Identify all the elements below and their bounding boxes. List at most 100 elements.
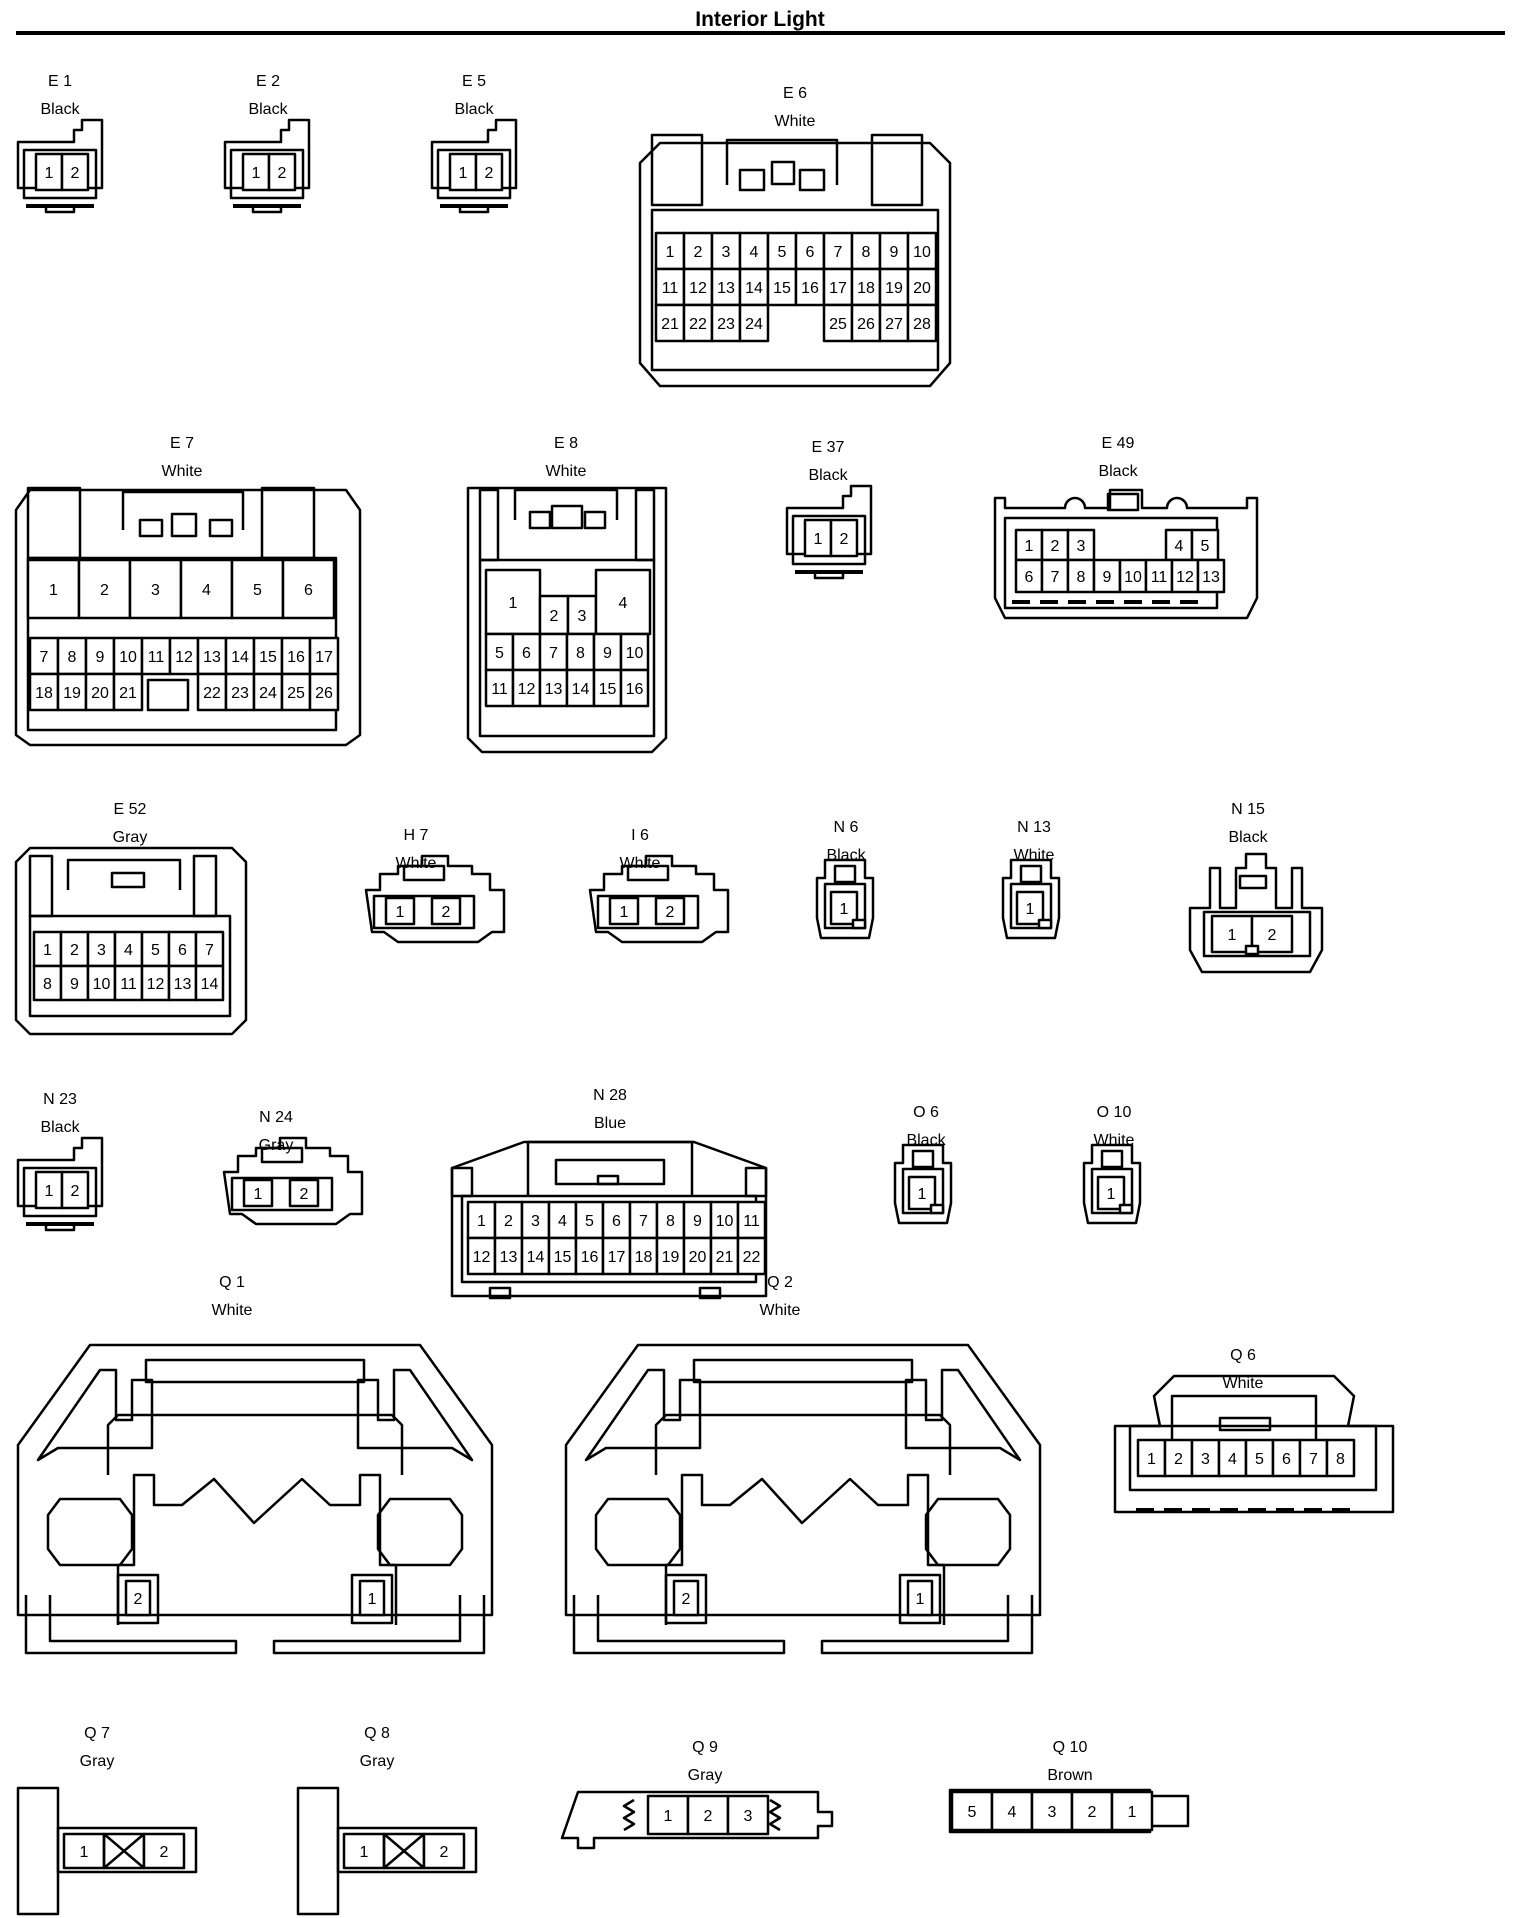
pin-number: 6 (178, 942, 187, 959)
pin-cell (84, 636, 116, 676)
pin-number: 2 (278, 165, 287, 182)
pin-number: 16 (287, 649, 305, 666)
pin-number: 8 (43, 976, 52, 993)
pin-number: 7 (40, 649, 49, 666)
pin-number: 11 (743, 1213, 760, 1230)
connector-id: N 6 (834, 819, 859, 836)
connector-outline (791, 514, 867, 566)
pin-number: 2 (1268, 927, 1277, 944)
pin-number: 2 (504, 1213, 513, 1230)
connector-outline (528, 510, 552, 530)
pin-number: 15 (773, 280, 791, 297)
pin-number: 3 (531, 1213, 540, 1230)
connector-id: Q 7 (84, 1725, 110, 1742)
connector-outline (798, 168, 826, 192)
pin-number: 9 (693, 1213, 702, 1230)
connector-outline (110, 871, 146, 889)
pin-cell (829, 890, 859, 926)
pin-number: 3 (1201, 1451, 1210, 1468)
connector-outline (770, 160, 796, 186)
connector-outline (588, 854, 730, 944)
connector-color: Gray (360, 1753, 395, 1770)
connector-outline (911, 1149, 935, 1169)
pin-cell (280, 636, 312, 676)
pin-number: 8 (1336, 1451, 1345, 1468)
connector-outline (450, 1166, 474, 1198)
pin-cell (654, 896, 686, 926)
pin-cell (241, 152, 271, 192)
connector-outline (1118, 1203, 1134, 1215)
connector-outline (596, 1174, 620, 1186)
connector-outline (1202, 910, 1312, 958)
pin-cell (619, 668, 650, 708)
pin-number: 7 (549, 645, 558, 662)
pin-cell (547, 1200, 578, 1240)
pin-number: 2 (70, 942, 79, 959)
connector-outline (1128, 1424, 1378, 1492)
pin-number: 4 (202, 582, 211, 599)
title-rule (16, 31, 1505, 35)
connector-outline (1148, 1794, 1190, 1828)
connector-outline (1244, 944, 1260, 956)
pin-number: 13 (1202, 569, 1220, 586)
connector-color: Black (1228, 829, 1268, 846)
pin-cell (86, 964, 117, 1002)
pin-number: 12 (1176, 569, 1194, 586)
connector-outline (170, 512, 198, 538)
pin-number: 1 (360, 1844, 369, 1861)
pin-number: 2 (666, 904, 675, 921)
pin-number: 1 (1228, 927, 1237, 944)
pin-cell (794, 267, 826, 307)
pin-number: 2 (134, 1591, 143, 1608)
connector-outline (28, 854, 54, 918)
pin-cell (140, 636, 172, 676)
pin-number: 1 (664, 1808, 673, 1825)
connector-shading (1096, 600, 1114, 604)
connector-outline (1001, 858, 1061, 940)
connector-outline (650, 133, 704, 207)
connector-outline (44, 1222, 76, 1232)
pin-number: 6 (806, 244, 815, 261)
connector-outline (1009, 882, 1053, 930)
pin-number: 2 (682, 1591, 691, 1608)
pin-number: 1 (1026, 901, 1035, 918)
pin-number: 2 (485, 165, 494, 182)
connector-shading (1164, 1508, 1182, 1512)
pin-number: 24 (259, 685, 277, 702)
connector-id: Q 10 (1053, 1739, 1088, 1756)
pin-number: 3 (722, 244, 731, 261)
connector-id: Q 9 (692, 1739, 718, 1756)
connector-id: E 49 (1102, 435, 1135, 452)
connector-id: E 1 (48, 73, 72, 90)
pin-number: 2 (300, 1186, 309, 1203)
pin-number: 3 (1077, 538, 1086, 555)
pin-number: 2 (442, 904, 451, 921)
pin-number: 1 (477, 1213, 486, 1230)
pin-number: 1 (840, 901, 849, 918)
pin-number: 6 (612, 1213, 621, 1230)
pin-number: 8 (666, 1213, 675, 1230)
pin-number: 1 (509, 595, 518, 612)
pin-number: 5 (968, 1804, 977, 1821)
pin-number: 11 (148, 649, 165, 666)
connector-outline (222, 1136, 364, 1226)
pin-cell (1196, 558, 1226, 594)
connector-shading (1012, 600, 1030, 604)
connector-outline (1090, 1167, 1134, 1215)
connector-shading (1192, 1508, 1210, 1512)
pin-number: 10 (1124, 569, 1142, 586)
connector-color: White (396, 855, 437, 872)
pin-cell (308, 672, 340, 712)
pin-cell (592, 668, 623, 708)
connector-outline (146, 678, 190, 712)
connector-id: E 6 (783, 85, 807, 102)
connector-outline (116, 1573, 160, 1625)
connector-outline (260, 486, 316, 560)
pin-number: 5 (253, 582, 262, 599)
